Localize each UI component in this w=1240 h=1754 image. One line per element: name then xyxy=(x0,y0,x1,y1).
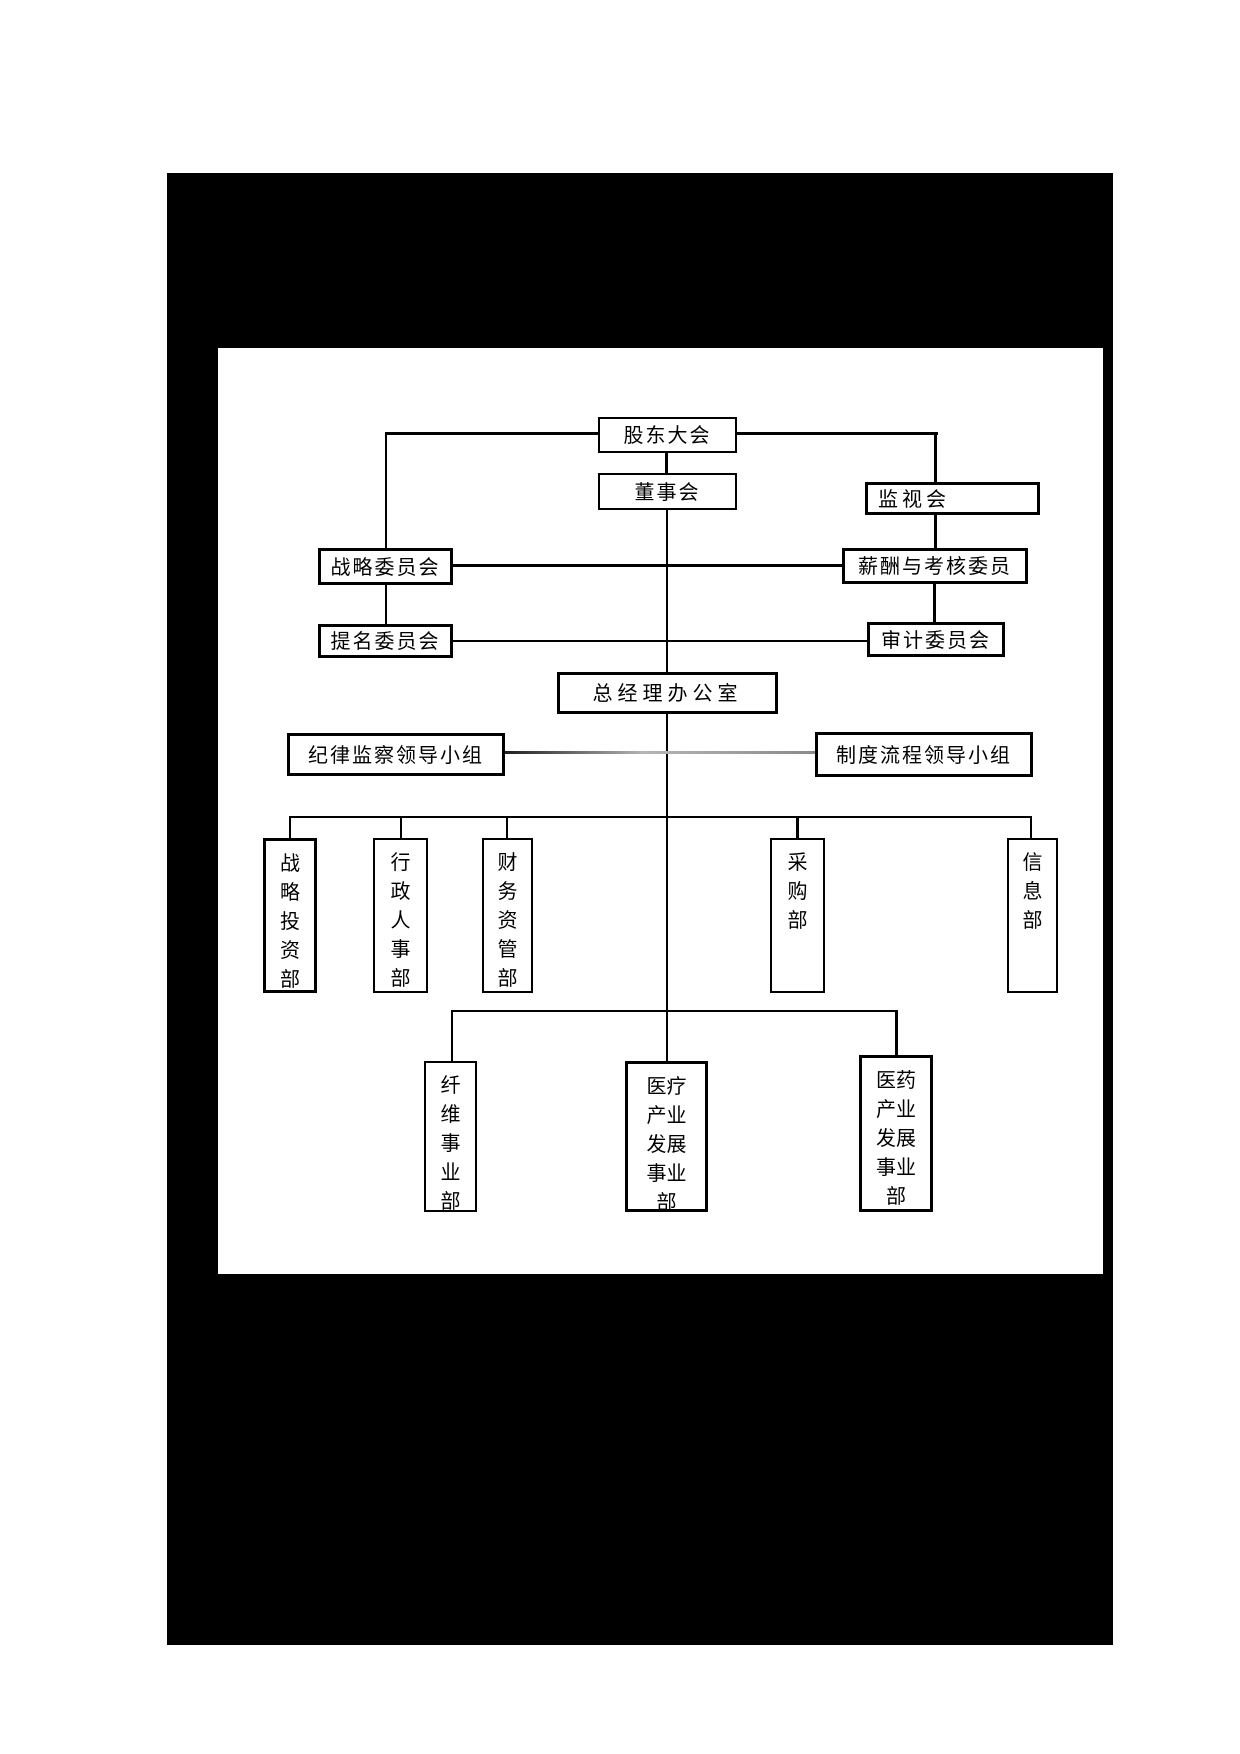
node-compensation-assessment-committee: 薪酬与考核委员 xyxy=(842,548,1028,584)
node-supervisory-board: 监视会 xyxy=(865,482,1040,515)
connector-gmoffice-trunk xyxy=(666,714,668,1061)
node-audit-committee: 审计委员会 xyxy=(867,622,1005,657)
node-process-system-group: 制度流程领导小组 xyxy=(815,732,1033,777)
node-admin-hr-dept: 行政人事部 xyxy=(373,838,428,993)
connector-right-drop-supervisory xyxy=(934,432,937,482)
connector-left-drop-strategy xyxy=(385,432,387,548)
drop-strategy-investment xyxy=(289,816,291,838)
connector-strategy-to-nomination xyxy=(385,585,387,624)
drop-procurement xyxy=(796,816,799,838)
drop-information xyxy=(1030,816,1032,838)
connector-divisions-bus xyxy=(452,1010,897,1012)
node-shareholders-meeting: 股东大会 xyxy=(598,417,737,453)
node-strategy-committee: 战略委员会 xyxy=(318,548,453,585)
connector-departments-bus xyxy=(290,816,1032,818)
node-nomination-committee: 提名委员会 xyxy=(318,624,453,658)
node-pharma-industry-division: 医药产业发展事业部 xyxy=(859,1055,933,1212)
drop-admin-hr xyxy=(400,816,402,838)
drop-finance-asset xyxy=(506,816,508,838)
connector-strategy-to-compensation-horizontal xyxy=(453,564,842,567)
connector-shareholders-right xyxy=(737,432,938,435)
node-information-dept: 信息部 xyxy=(1007,838,1058,993)
drop-fiber-division xyxy=(451,1010,453,1061)
connector-discipline-to-process-gray xyxy=(505,751,815,754)
connector-supervisory-to-compensation xyxy=(934,515,937,548)
node-finance-asset-dept: 财务资管部 xyxy=(482,838,533,993)
node-fiber-division: 纤维事业部 xyxy=(424,1061,477,1213)
connector-nomination-to-audit-horizontal xyxy=(453,640,867,642)
node-gm-office: 总经理办公室 xyxy=(557,672,778,714)
connector-board-to-gmoffice xyxy=(666,510,668,672)
connector-compensation-to-audit xyxy=(933,584,936,622)
node-medical-industry-division: 医疗产业发展事业部 xyxy=(625,1061,708,1214)
node-discipline-inspection-group: 纪律监察领导小组 xyxy=(287,733,505,776)
connector-shareholders-left xyxy=(386,432,598,435)
node-board-of-directors: 董事会 xyxy=(598,473,737,510)
node-strategy-investment-dept: 战略投资部 xyxy=(263,838,317,993)
node-procurement-dept: 采购部 xyxy=(770,838,825,993)
drop-pharma-division xyxy=(895,1010,898,1055)
connector-shareholders-to-board xyxy=(665,453,668,473)
